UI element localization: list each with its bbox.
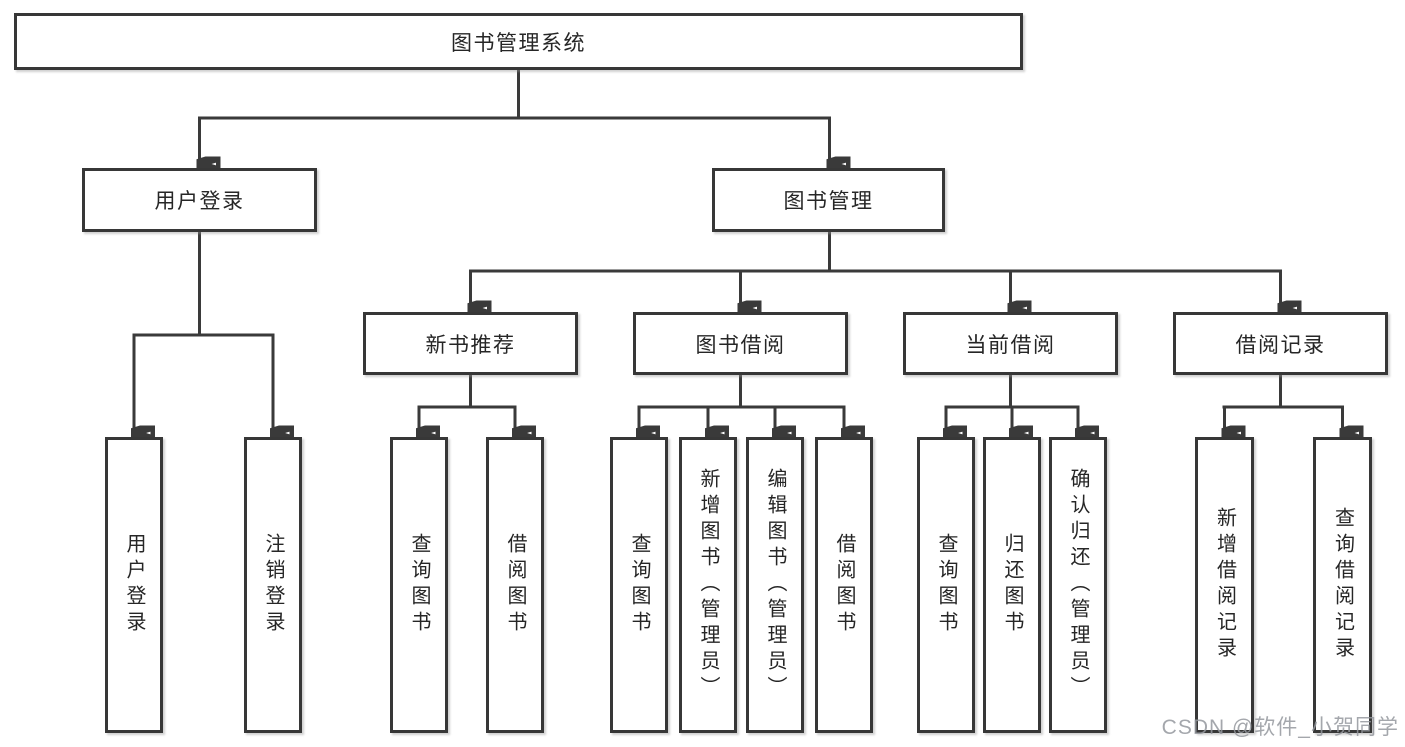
leaf-add-books-admin: 新增图书（管理员）: [679, 437, 737, 733]
csdn-watermark: CSDN @软件_小贺同学: [1161, 716, 1399, 739]
node-user-login: 用户登录: [82, 168, 317, 232]
leaf-borrow-query-books-label: 查询图书: [628, 533, 650, 637]
node-borrow-records-label: 借阅记录: [1235, 333, 1326, 357]
leaf-current-query-books: 查询图书: [917, 437, 975, 733]
leaf-user-login-label: 用户登录: [123, 533, 145, 637]
node-borrow-records: 借阅记录: [1173, 312, 1388, 375]
leaf-edit-books-admin-label: 编辑图书（管理员）: [764, 468, 786, 702]
node-book-management-label: 图书管理: [783, 190, 874, 213]
node-book-management: 图书管理: [712, 168, 945, 232]
node-book-borrow-label: 图书借阅: [695, 333, 786, 357]
leaf-add-borrow-record-label: 新增借阅记录: [1213, 507, 1236, 663]
node-book-borrow: 图书借阅: [633, 312, 848, 375]
leaf-user-login: 用户登录: [105, 437, 163, 733]
leaf-return-books-label: 归还图书: [1001, 533, 1023, 637]
leaf-logout-label: 注销登录: [262, 533, 284, 637]
leaf-recommend-borrow-books: 借阅图书: [486, 437, 544, 733]
node-current-borrow-label: 当前借阅: [965, 333, 1056, 357]
leaf-current-query-books-label: 查询图书: [935, 533, 957, 637]
leaf-borrow-books: 借阅图书: [815, 437, 873, 733]
leaf-return-books: 归还图书: [983, 437, 1041, 733]
leaf-query-borrow-record: 查询借阅记录: [1313, 437, 1372, 733]
leaf-borrow-books-label: 借阅图书: [833, 533, 855, 637]
node-root: 图书管理系统: [14, 13, 1023, 70]
leaf-add-borrow-record: 新增借阅记录: [1195, 437, 1254, 733]
node-new-book-recommend-label: 新书推荐: [425, 333, 516, 357]
node-root-label: 图书管理系统: [451, 31, 586, 55]
node-current-borrow: 当前借阅: [903, 312, 1118, 375]
leaf-recommend-query-books: 查询图书: [390, 437, 448, 733]
node-user-login-label: 用户登录: [154, 190, 245, 213]
leaf-borrow-query-books: 查询图书: [610, 437, 668, 733]
leaf-query-borrow-record-label: 查询借阅记录: [1331, 507, 1354, 663]
node-new-book-recommend: 新书推荐: [363, 312, 578, 375]
leaf-logout: 注销登录: [244, 437, 302, 733]
leaf-recommend-query-books-label: 查询图书: [408, 533, 430, 637]
leaf-recommend-borrow-books-label: 借阅图书: [504, 533, 526, 637]
leaf-confirm-return-admin-label: 确认归还（管理员）: [1067, 468, 1089, 702]
leaf-confirm-return-admin: 确认归还（管理员）: [1049, 437, 1107, 733]
leaf-edit-books-admin: 编辑图书（管理员）: [746, 437, 804, 733]
leaf-add-books-admin-label: 新增图书（管理员）: [697, 468, 719, 702]
